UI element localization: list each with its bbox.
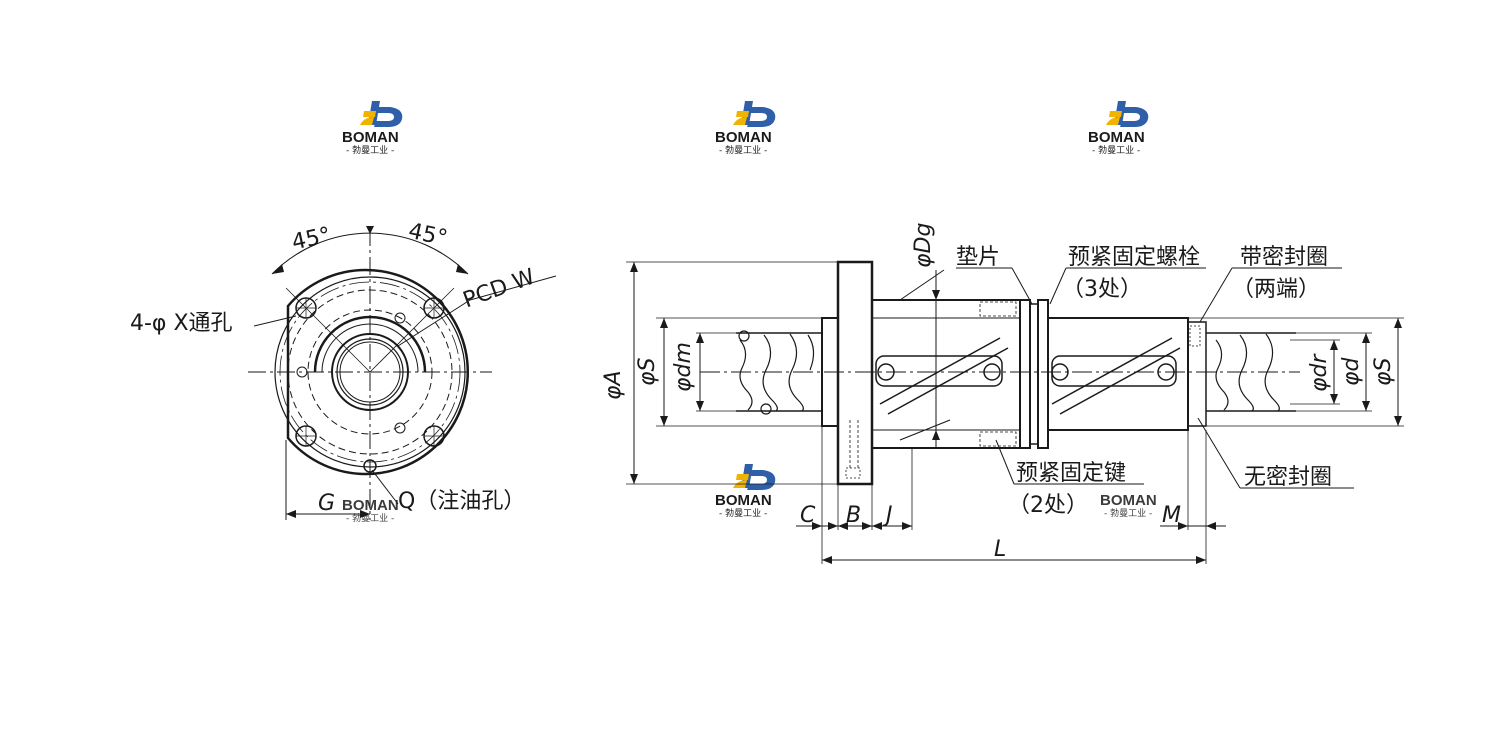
no-seal-label: 无密封圈 <box>1244 465 1332 490</box>
watermark-brand: BOMAN <box>1088 129 1145 146</box>
watermark-logo-2: BOMAN - 勃曼工业 - <box>715 101 776 156</box>
watermark-brand: BOMAN <box>342 129 399 146</box>
l-label: L <box>994 537 1006 562</box>
watermark-logo-4: BOMAN - 勃曼工业 - <box>715 464 776 519</box>
phi-dg-label: φDg <box>911 223 936 268</box>
watermark-brand: BOMAN <box>715 129 772 146</box>
watermark-sub: - 勃曼工业 - <box>346 144 394 156</box>
front-view-labels: 45° 45° PCD W 4-φ X通孔 G Q（注油孔） <box>130 219 539 516</box>
g-label: G <box>318 491 335 516</box>
hole-label: 4-φ X通孔 <box>130 311 233 336</box>
watermark-brand: BOMAN <box>1100 492 1157 509</box>
phi-dr-label: φdr <box>1307 353 1332 392</box>
watermark-sub: - 勃曼工业 - <box>1092 144 1140 156</box>
watermark-sub: - 勃曼工业 - <box>1104 507 1152 519</box>
key-label: 预紧固定键 <box>1016 461 1126 486</box>
phi-s-right-label: φS <box>1371 357 1396 386</box>
watermark-sub: - 勃曼工业 - <box>719 507 767 519</box>
watermark-brand: BOMAN <box>715 492 772 509</box>
watermark-logo-1: BOMAN - 勃曼工业 - <box>342 101 403 156</box>
front-view <box>248 226 557 520</box>
angle-right-label: 45° <box>406 219 449 252</box>
angle-left-label: 45° <box>290 223 333 256</box>
side-view-labels: φA φS φdm φDg C B J L M 垫片 预紧固定螺栓 （3处） 带… <box>601 223 1396 562</box>
j-label: J <box>882 503 893 528</box>
q-label: Q（注油孔） <box>398 489 525 514</box>
bolt-count-label: （3处） <box>1062 277 1142 302</box>
phi-d-label: φd <box>1339 356 1364 386</box>
b-label: B <box>846 503 861 528</box>
bolt-label: 预紧固定螺栓 <box>1068 245 1200 270</box>
side-view <box>626 260 1404 564</box>
c-label: C <box>800 503 816 528</box>
pcd-label: PCD W <box>460 264 539 313</box>
key-count-label: （2处） <box>1008 493 1088 518</box>
phi-s-left-label: φS <box>635 357 660 386</box>
seal-ends-label: （两端） <box>1232 277 1320 302</box>
seal-label: 带密封圈 <box>1240 245 1328 270</box>
phi-dm-label: φdm <box>671 342 696 392</box>
phi-a-label: φA <box>601 370 626 400</box>
m-label: M <box>1162 503 1181 528</box>
watermark-sub: - 勃曼工业 - <box>719 144 767 156</box>
watermark-logo-6: BOMAN - 勃曼工业 - <box>1100 492 1157 519</box>
spacer-label: 垫片 <box>956 245 1000 270</box>
watermark-logo-3: BOMAN - 勃曼工业 - <box>1088 101 1149 156</box>
